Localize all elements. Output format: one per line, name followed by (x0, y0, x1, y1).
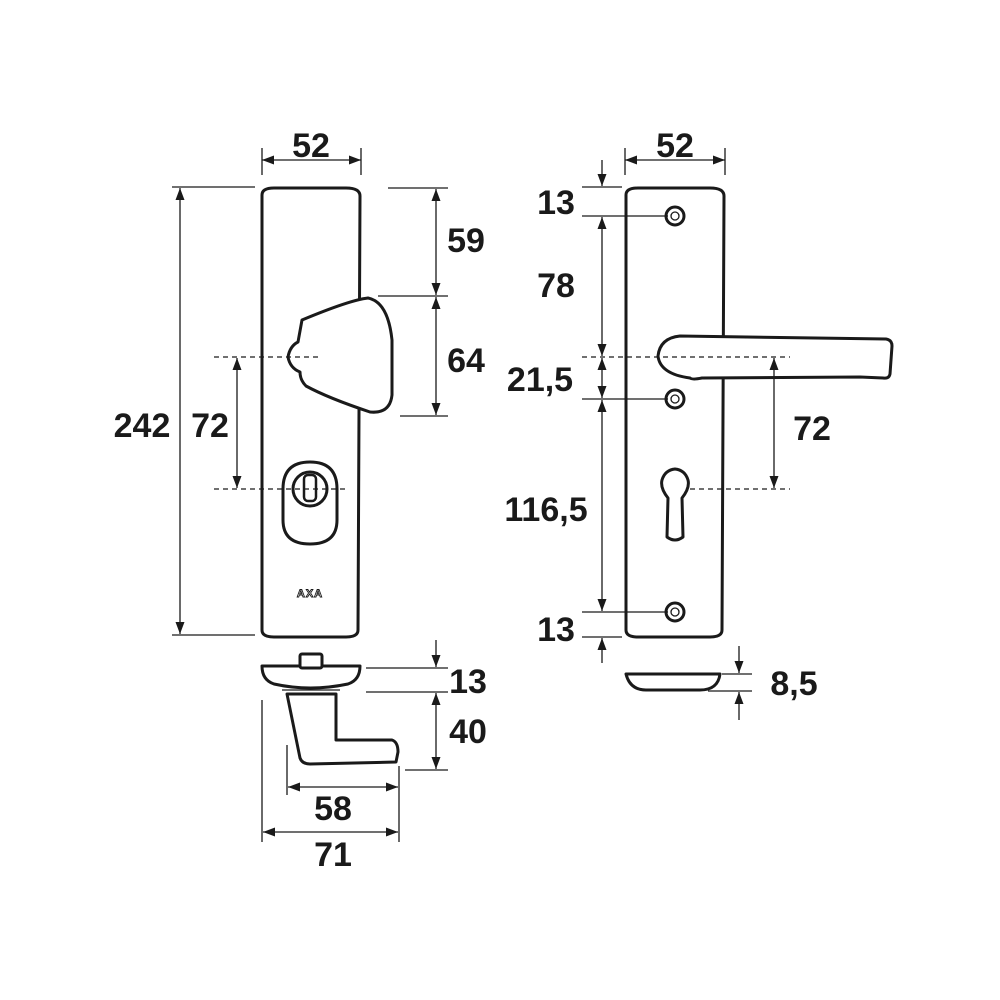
front-knob-top-label: 59 (447, 222, 485, 260)
back-dimensions: 52 13 78 21,5 116,5 13 72 (504, 127, 831, 663)
bottom-rosette (260, 664, 362, 690)
bottom-spindle (298, 652, 324, 670)
bottom-handle (285, 692, 400, 766)
back-plate-profile (624, 672, 722, 692)
front-center-label: 72 (191, 407, 229, 445)
back-thickness-label: 8,5 (770, 665, 817, 703)
back-plate-view (624, 186, 894, 639)
bottom-rosette-label: 13 (449, 663, 487, 701)
brand-logo: AXA (297, 588, 323, 600)
bottom-handle-length-label: 58 (314, 790, 352, 828)
back-handle-to-screw-label: 21,5 (507, 361, 573, 399)
back-top-screw (664, 205, 686, 227)
bottom-dimensions: 13 40 58 71 (261, 640, 487, 874)
front-height-label: 242 (114, 407, 171, 445)
back-width-label: 52 (656, 127, 694, 165)
bottom-drop-label: 40 (449, 713, 487, 751)
back-screw-to-handle-label: 78 (537, 267, 575, 305)
back-keyhole (660, 467, 690, 542)
front-width-label: 52 (292, 127, 330, 165)
back-bottom-screw (664, 601, 686, 623)
back-screw-to-bottom-label: 116,5 (504, 491, 587, 529)
front-dimensions: 52 242 72 59 64 (114, 127, 485, 636)
back-top-screw-label: 13 (537, 184, 575, 222)
back-center-label: 72 (793, 410, 831, 448)
back-middle-screw (664, 388, 686, 410)
front-knob (286, 296, 394, 414)
front-cylinder-slot (302, 473, 318, 503)
back-bottom-view: 8,5 (624, 646, 818, 720)
front-plate-view: AXA (260, 186, 394, 639)
front-plate-outline (260, 186, 362, 639)
bottom-view (260, 652, 400, 766)
front-knob-height-label: 64 (447, 342, 485, 380)
bottom-total-length-label: 71 (314, 836, 352, 874)
back-bottom-screw-label: 13 (537, 611, 575, 649)
back-plate-outline (624, 186, 726, 639)
